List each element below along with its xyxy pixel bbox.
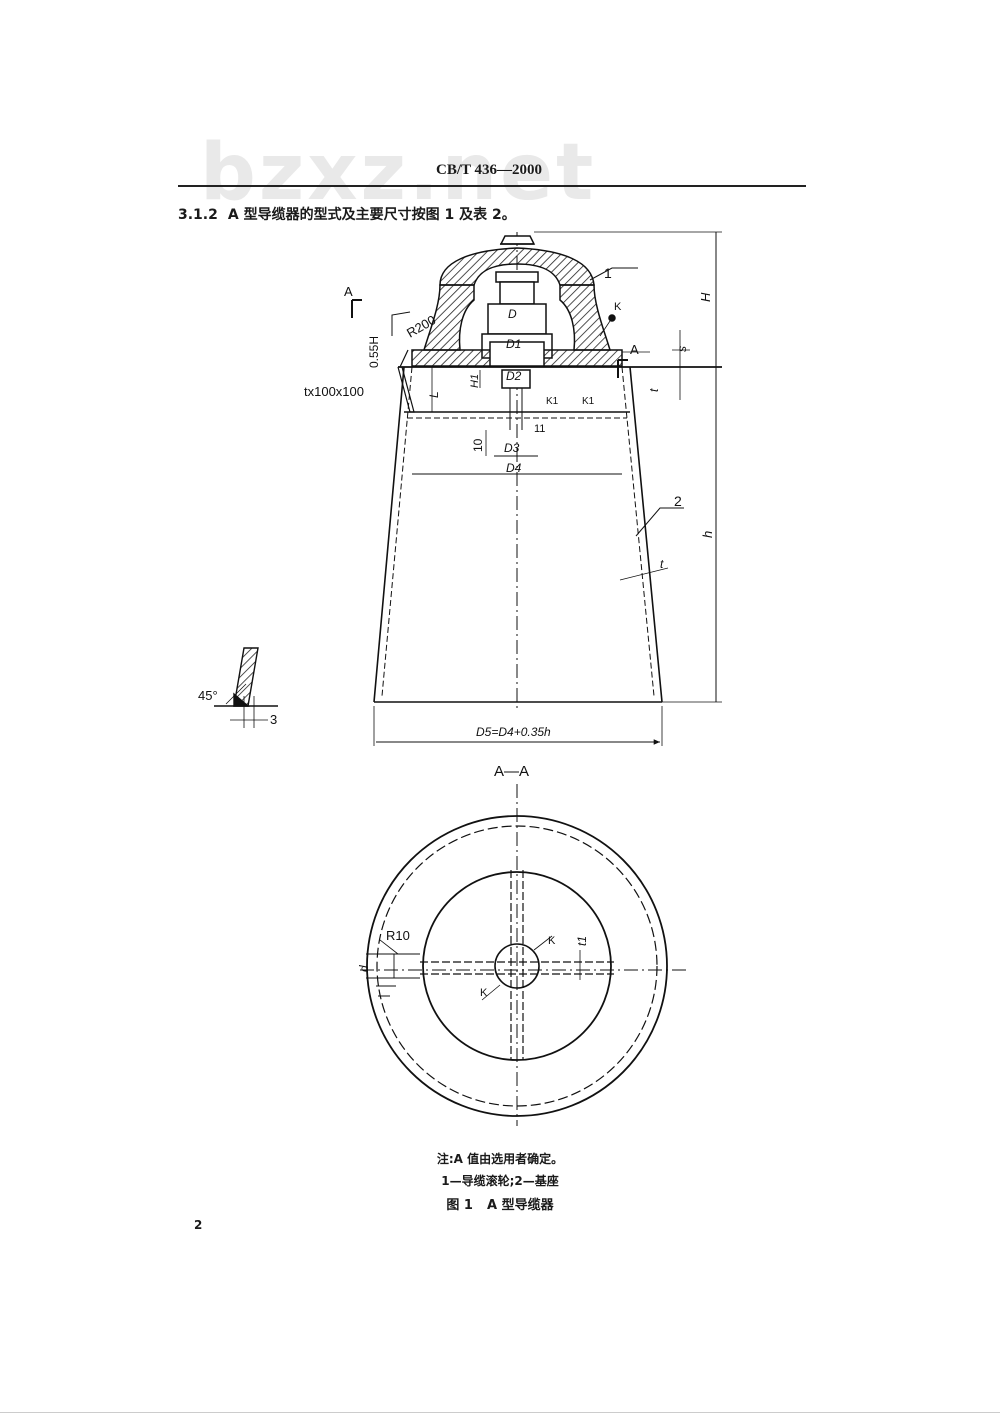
figure-note: 注:A 值由选用者确定。	[436, 1152, 564, 1166]
elevation-view	[351, 231, 722, 746]
section-title: A—A	[494, 763, 529, 780]
page-number: 2	[194, 1218, 203, 1232]
D1-label: D1	[506, 337, 521, 351]
D-label: D	[508, 307, 517, 321]
H-label: H	[698, 292, 713, 302]
dim-10-label: 10	[471, 438, 485, 452]
D4-label: D4	[506, 461, 522, 475]
dim-11-label: 11	[534, 423, 545, 435]
bottom-rule	[0, 1412, 1000, 1413]
height-ratio-label: 0.55H	[367, 336, 381, 368]
h-label: h	[700, 531, 715, 538]
D5-formula-label: D5=D4+0.35h	[476, 725, 551, 739]
part-1-label: 1	[604, 265, 612, 281]
s-label: s	[675, 346, 689, 352]
header-rule	[178, 185, 806, 187]
figure-legend: 1—导缆滚轮;2—基座	[441, 1174, 559, 1188]
t1-label: t1	[575, 936, 589, 946]
weld-detail	[214, 647, 278, 728]
section-a-a	[360, 784, 688, 1126]
section-mark-right: A	[630, 342, 639, 357]
t-label-top: t	[647, 388, 661, 392]
L-label: L	[427, 391, 441, 398]
plate-label: tx100x100	[304, 384, 364, 399]
R10-label: R10	[386, 928, 410, 943]
t-label-cone: t	[660, 557, 664, 571]
part-2-label: 2	[674, 493, 682, 509]
K-label-top: K	[614, 301, 622, 313]
weld-3-label: 3	[270, 712, 277, 727]
clause-heading: 3.1.2 A 型导缆器的型式及主要尺寸按图 1 及表 2。	[178, 204, 516, 224]
clause-text: A 型导缆器的型式及主要尺寸按图 1 及表 2。	[227, 207, 516, 223]
D3-label: D3	[504, 441, 520, 455]
K1-label-right: K1	[582, 396, 595, 407]
drawing-labels: A A R200 0.55H tx100x100 H h s t L H1 D …	[198, 265, 715, 999]
section-mark-left: A	[344, 284, 353, 299]
figure-number: 图 1	[446, 1198, 473, 1213]
H1-label: H1	[469, 374, 481, 388]
figure-title: A 型导缆器	[486, 1198, 554, 1213]
figure-caption: 图 1 A 型导缆器	[0, 1194, 1000, 1213]
angle-label: 45°	[198, 688, 218, 703]
D2-label: D2	[506, 369, 522, 383]
watermark: bzxz.net	[200, 128, 597, 218]
K-label-section-top: K	[548, 935, 556, 947]
clause-number: 3.1.2	[178, 207, 218, 223]
K-label-section-bottom: K	[480, 987, 488, 999]
standard-code: CB/T 436—2000	[436, 162, 542, 178]
d-label: d	[357, 965, 371, 972]
K1-label-left: K1	[546, 396, 559, 407]
